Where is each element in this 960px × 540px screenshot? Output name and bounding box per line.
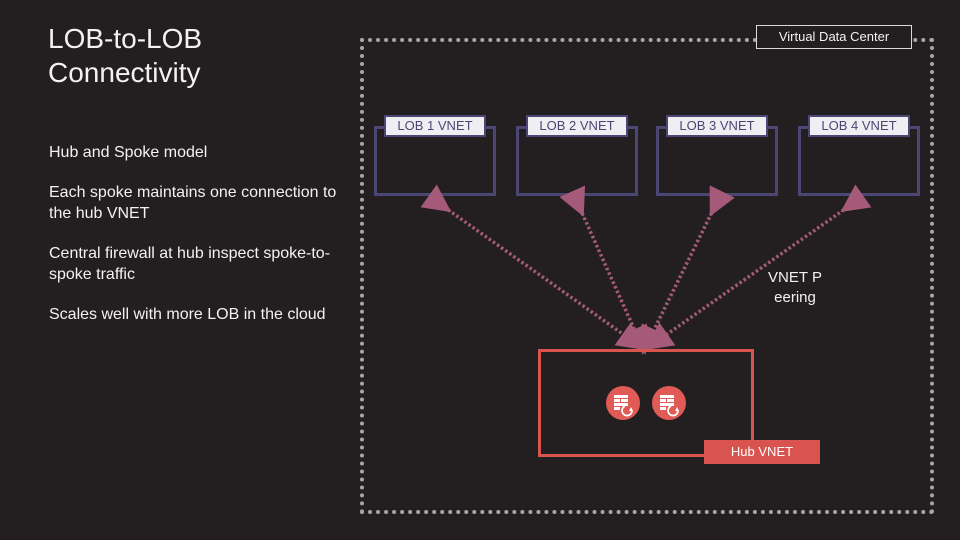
firewall-icon [606,386,640,420]
slide-title: LOB-to-LOB Connectivity [48,23,203,88]
virtual-data-center-label: Virtual Data Center [756,25,912,49]
spoke-label-lob1: LOB 1 VNET [384,115,486,137]
bullet-hub-spoke: Hub and Spoke model [49,144,208,161]
bullet-one-connection: Each spoke maintains one connection to t… [49,184,337,222]
hub-vnet-box [538,349,754,457]
spoke-label-lob4: LOB 4 VNET [808,115,910,137]
bullet-central-firewall: Central firewall at hub inspect spoke-to… [49,245,331,283]
spoke-label-lob3: LOB 3 VNET [666,115,768,137]
vnet-peering-label: VNET Peering [768,269,822,306]
virtual-data-center-frame [360,38,934,514]
firewall-icon [652,386,686,420]
spoke-label-lob2: LOB 2 VNET [526,115,628,137]
bullet-scales-well: Scales well with more LOB in the cloud [49,306,326,323]
hub-vnet-label: Hub VNET [704,440,820,464]
